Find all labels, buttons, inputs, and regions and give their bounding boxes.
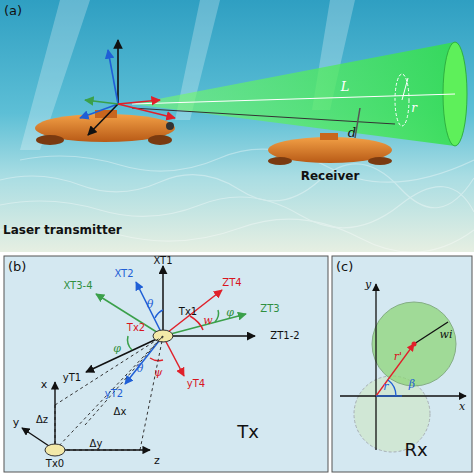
axis-label: Tx0 [46,459,64,469]
beam-axis [132,94,455,104]
vehicle-label: Receiver [301,170,360,182]
panel-label: (c) [336,259,353,274]
axis-label: z [154,455,160,466]
axis-label: yT4 [187,379,205,389]
receiver-auv [268,108,392,165]
axis-label: x [41,379,48,390]
rx-axes [340,284,466,450]
axis-label: XT1 [153,256,172,266]
axis-label: ZT3 [260,304,279,314]
axis-label: φ [113,343,121,354]
laser-beam [132,42,455,146]
distance-line [132,108,395,124]
axis-label: L [341,80,350,93]
origin-axes [22,382,150,450]
panel-label: (a) [4,3,22,18]
axis-label: Tx [237,423,259,441]
axis-label: yT1 [63,373,81,383]
panel-b-ground [4,256,328,472]
axis-label: d [348,126,356,139]
axis-label: θ [147,299,154,310]
panel-c-ground [332,256,472,472]
axis-label: Δz [36,415,48,425]
axis-label: w [203,315,212,326]
axis-label: ZT4 [222,278,241,288]
axis-label: φ [226,307,234,318]
axis-label: r [383,381,388,392]
spot-center [412,342,417,347]
axis-label: β [409,379,415,390]
sea-ground [0,0,474,252]
axis-label: y [365,279,371,290]
tx-axes [86,266,255,384]
axis-label: Tx1 [179,307,197,317]
vehicle-label: Laser transmitter [3,224,122,236]
axis-label: Tx2 [127,323,145,333]
caustics [0,149,474,252]
axis-label: θ [137,363,144,374]
panel-label: (b) [8,259,26,274]
axis-label: x [459,401,465,412]
axis-label: Δy [90,439,103,449]
axis-label: XT3-4 [63,281,92,291]
received-spot [372,302,456,386]
radius-line [402,78,408,100]
axis-label: y [13,417,20,428]
offset-lines [55,336,163,450]
figure-panel: (b) [4,256,328,472]
beam-section [395,74,409,126]
axis-label: r [411,102,417,114]
axis-label: wi [440,329,453,340]
axis-label: ψ [154,367,163,378]
transmitter-axes [80,40,175,135]
axis-label: XT2 [114,269,133,279]
origin-source [45,444,65,456]
figure-panel: (c) [332,256,472,472]
axis-label: r' [394,351,402,362]
axis-label: yT2 [105,389,123,399]
axis-label: ZT1-2 [270,331,299,341]
transmitter-auv [35,110,175,145]
figure-panel: (a) [0,0,474,252]
axis-label: Δx [114,407,127,417]
axis-label: Rx [404,441,427,459]
